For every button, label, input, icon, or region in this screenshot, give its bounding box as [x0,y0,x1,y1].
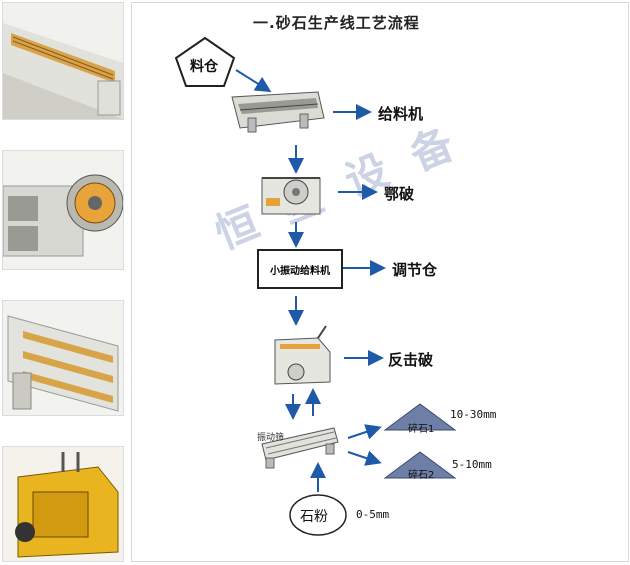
jaw-label: 鄂破 [384,185,415,203]
thumbnail-vibrating-feeder[interactable] [2,2,124,120]
feeder-label: 给料机 [378,105,424,123]
impact-crusher-icon [274,325,331,385]
vibrating-feeder-image [3,3,123,119]
silo-shape [174,36,236,87]
gravel1-size: 10-30mm [450,408,497,421]
gravel1-label: 碎石1 [408,424,435,435]
page-title: 一.砂石生产线工艺流程 [253,14,420,32]
arrow-silo-feeder [235,69,272,93]
gravel2-size: 5-10mm [452,458,492,471]
small-feeder-label: 小振动给料机 [270,265,330,277]
thumbnail-vibrating-screen[interactable] [2,300,124,416]
silo-label: 料仓 [190,59,218,75]
thumbnail-jaw-crusher[interactable] [2,150,124,270]
powder-label: 石粉 [300,509,328,525]
adjust-label: 调节仓 [392,261,438,279]
impact-crusher-image [3,447,123,561]
jaw-crusher-image [3,151,123,269]
screen-label: 振动筛 [257,433,285,443]
vibrating-screen-icon [261,427,339,469]
process-flow-panel [131,2,629,562]
gravel-pile-2 [383,451,457,479]
small-feeder-box: 小振动给料机 [257,249,343,289]
gravel-pile-1 [383,403,457,431]
gravel2-label: 碎石2 [408,470,435,481]
vibrating-screen-image [3,301,123,415]
impact-label: 反击破 [388,351,434,369]
arrow-screen-gravel1 [347,424,382,440]
powder-size: 0-5mm [356,508,390,521]
feeder-machine-icon [231,91,325,133]
thumbnail-impact-crusher[interactable] [2,446,124,562]
powder-circle [289,494,347,536]
arrow-screen-gravel2 [347,450,382,466]
jaw-crusher-icon [261,177,321,215]
